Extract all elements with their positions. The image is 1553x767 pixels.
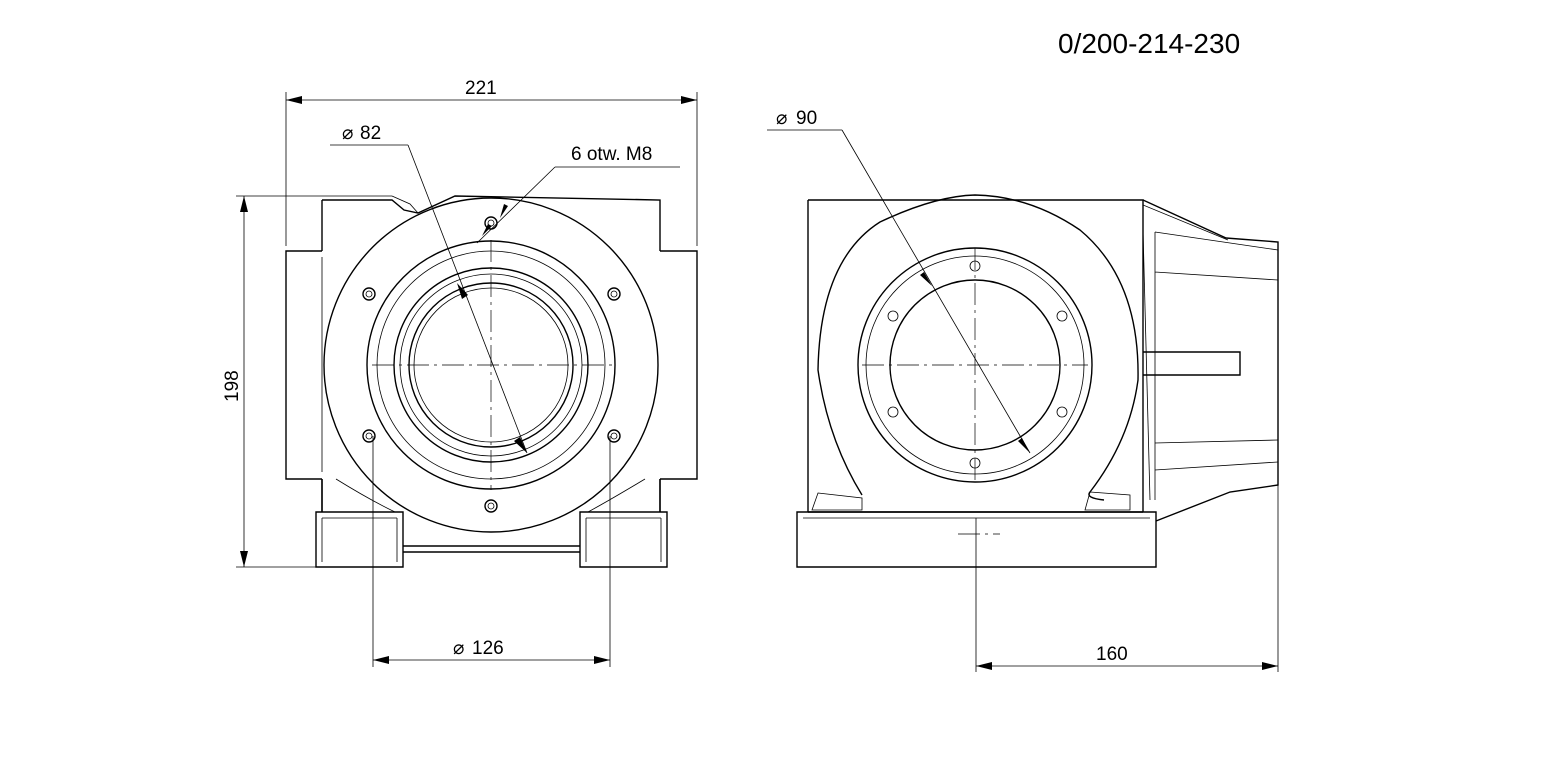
- dim-overall-height: 198: [222, 195, 392, 568]
- dim-90-label: 90: [796, 108, 817, 129]
- side-view: [796, 194, 1279, 568]
- right-boss: [660, 250, 698, 480]
- dim-126-symbol: ⌀: [453, 638, 464, 659]
- front-view: [285, 195, 698, 568]
- drawing-number: 0/200-214-230: [1058, 28, 1240, 59]
- left-boss: [285, 250, 322, 480]
- dim-82-label: 82: [360, 123, 381, 144]
- dim-90-symbol: ⌀: [776, 108, 787, 129]
- dim-198-label: 198: [222, 370, 243, 402]
- bolt-holes-front: [362, 216, 621, 513]
- dim-82-symbol: ⌀: [342, 123, 353, 144]
- note-holes: 6 otw. M8: [476, 144, 680, 244]
- side-base: [796, 511, 1157, 568]
- dim-shaft-offset: 160: [975, 485, 1279, 672]
- dim-flange-diameter: ⌀ 90: [767, 108, 1031, 454]
- dim-160-label: 160: [1096, 644, 1128, 665]
- bolt-holes-side: [887, 260, 1068, 469]
- dim-221-label: 221: [465, 78, 497, 99]
- dim-126-label: 126: [472, 638, 504, 659]
- dim-bore-diameter: ⌀ 82: [330, 123, 528, 454]
- dim-bolt-circle: ⌀ 126: [372, 436, 611, 667]
- dim-overall-width: 221: [285, 78, 698, 246]
- note-holes-label: 6 otw. M8: [571, 144, 652, 165]
- main-flange: [323, 197, 659, 533]
- feet-front: [315, 478, 668, 568]
